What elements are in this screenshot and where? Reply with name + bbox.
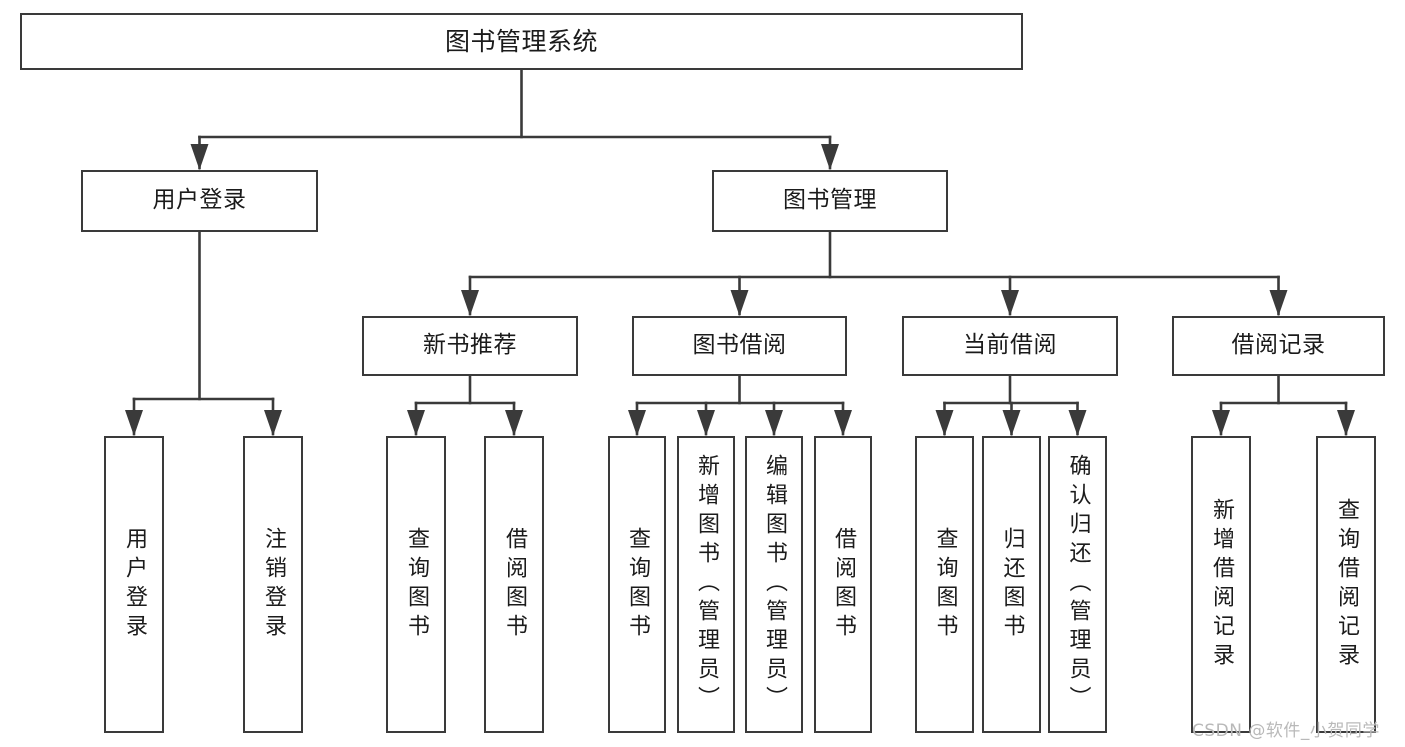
node-label-book-borrow: 图书借阅 [692, 332, 787, 359]
node-label-leaf-br-add: 新增借阅记录 [1209, 497, 1234, 672]
node-label-leaf-bb-borrow: 借阅图书 [831, 526, 856, 643]
node-label-leaf-br-query: 查询借阅记录 [1334, 497, 1359, 672]
node-leaf-logout[interactable]: 注销登录 [243, 436, 303, 733]
arrow-head-leaf-rec-query [407, 410, 425, 436]
node-label-book-manage: 图书管理 [783, 187, 877, 214]
arrow-head-leaf-user-login [125, 410, 143, 436]
node-label-new-book-rec: 新书推荐 [423, 332, 517, 359]
arrow-head-leaf-cb-query [935, 410, 954, 436]
node-leaf-cb-confirm[interactable]: 确认归还（管理员） [1048, 436, 1107, 733]
arrow-head-leaf-logout [264, 410, 282, 436]
arrow-head-leaf-cb-confirm [1068, 410, 1087, 436]
node-leaf-bb-add[interactable]: 新增图书（管理员） [677, 436, 735, 733]
arrow-head-leaf-rec-borrow [505, 410, 523, 436]
node-label-leaf-bb-edit: 编辑图书（管理员） [762, 454, 787, 715]
arrow-head-book-borrow [730, 290, 749, 316]
node-label-user-login: 用户登录 [152, 187, 247, 214]
node-new-book-rec[interactable]: 新书推荐 [362, 316, 578, 376]
node-leaf-bb-query[interactable]: 查询图书 [608, 436, 666, 733]
node-user-login[interactable]: 用户登录 [81, 170, 318, 232]
node-label-leaf-cb-return: 归还图书 [999, 526, 1025, 643]
node-book-manage[interactable]: 图书管理 [712, 170, 948, 232]
arrow-head-current-borrow [1001, 290, 1019, 316]
node-borrow-record[interactable]: 借阅记录 [1172, 316, 1385, 376]
node-leaf-br-add[interactable]: 新增借阅记录 [1191, 436, 1251, 733]
node-label-leaf-bb-query: 查询图书 [625, 526, 650, 643]
node-label-current-borrow: 当前借阅 [963, 332, 1057, 359]
node-leaf-cb-return[interactable]: 归还图书 [982, 436, 1041, 733]
node-label-leaf-rec-borrow: 借阅图书 [502, 526, 527, 643]
arrow-head-borrow-record [1269, 290, 1288, 316]
node-leaf-bb-borrow[interactable]: 借阅图书 [814, 436, 872, 733]
node-leaf-rec-borrow[interactable]: 借阅图书 [484, 436, 544, 733]
node-leaf-cb-query[interactable]: 查询图书 [915, 436, 974, 733]
node-label-leaf-logout: 注销登录 [261, 526, 286, 643]
node-root[interactable]: 图书管理系统 [20, 13, 1023, 70]
node-leaf-user-login[interactable]: 用户登录 [104, 436, 164, 733]
arrow-head-user-login [190, 144, 209, 170]
arrow-head-leaf-bb-edit [765, 410, 783, 436]
node-label-leaf-rec-query: 查询图书 [404, 526, 429, 643]
arrow-head-book-manage [821, 144, 839, 170]
node-leaf-rec-query[interactable]: 查询图书 [386, 436, 446, 733]
node-current-borrow[interactable]: 当前借阅 [902, 316, 1118, 376]
node-label-borrow-record: 借阅记录 [1231, 332, 1326, 359]
node-label-root: 图书管理系统 [444, 26, 598, 56]
node-label-leaf-cb-confirm: 确认归还（管理员） [1065, 454, 1091, 715]
arrow-head-new-book-rec [461, 290, 479, 316]
node-leaf-bb-edit[interactable]: 编辑图书（管理员） [745, 436, 803, 733]
arrow-head-leaf-cb-return [1002, 410, 1021, 436]
arrow-head-leaf-bb-query [628, 410, 646, 436]
node-leaf-br-query[interactable]: 查询借阅记录 [1316, 436, 1376, 733]
arrow-head-leaf-br-add [1212, 410, 1230, 436]
node-label-leaf-cb-query: 查询图书 [932, 526, 958, 643]
node-book-borrow[interactable]: 图书借阅 [632, 316, 847, 376]
node-label-leaf-bb-add: 新增图书（管理员） [694, 454, 719, 715]
arrow-head-leaf-br-query [1337, 410, 1355, 436]
arrow-head-leaf-bb-add [697, 410, 715, 436]
node-label-leaf-user-login: 用户登录 [122, 526, 147, 643]
arrow-head-leaf-bb-borrow [834, 410, 852, 436]
